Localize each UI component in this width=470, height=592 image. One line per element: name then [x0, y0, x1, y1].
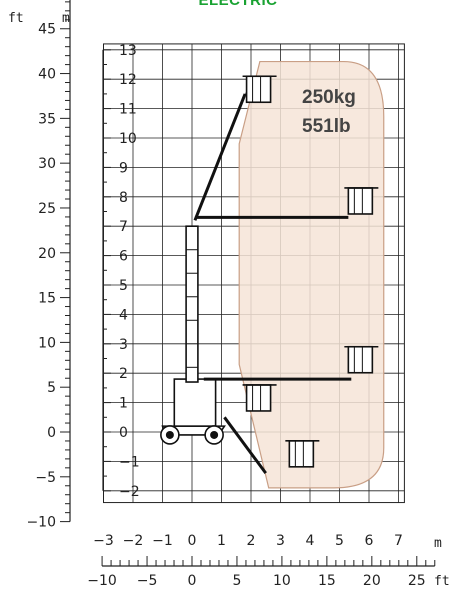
ft-x-tick-label: 10 — [273, 573, 291, 589]
m-y-tick-label: 8 — [119, 190, 128, 206]
capacity-lb: 551lb — [302, 116, 351, 137]
ft-y-tick-label: 15 — [38, 291, 56, 307]
ft-unit-label-left: ft — [8, 11, 24, 26]
m-y-tick-label: 3 — [119, 337, 128, 353]
m-x-tick-label: 7 — [394, 533, 403, 549]
m-y-tick-label: 12 — [119, 72, 137, 88]
m-y-tick-label: −1 — [119, 454, 140, 470]
brand-label: ELECTRIC — [198, 0, 278, 9]
m-unit-label-left: m — [62, 11, 70, 26]
m-y-tick-label: 9 — [119, 160, 128, 176]
m-y-tick-label: 7 — [119, 219, 128, 235]
ft-y-tick-label: 40 — [38, 67, 56, 83]
m-y-tick-label: 11 — [119, 102, 137, 118]
m-y-tick-label: 5 — [119, 278, 128, 294]
m-x-tick-label: 0 — [188, 533, 197, 549]
axes: 50454035302520151050−5−10131211109876543… — [26, 0, 436, 589]
m-y-tick-label: 6 — [119, 249, 128, 265]
m-x-tick-label: 2 — [247, 533, 256, 549]
m-y-tick-label: 1 — [119, 396, 128, 412]
m-x-tick-label: 3 — [276, 533, 285, 549]
ft-x-tick-label: 20 — [363, 573, 381, 589]
m-y-tick-label: 2 — [119, 366, 128, 382]
ft-y-tick-label: 45 — [38, 22, 56, 38]
ft-y-tick-label: 30 — [38, 156, 56, 172]
ft-x-tick-label: −10 — [87, 573, 117, 589]
m-y-tick-label: 13 — [119, 43, 137, 59]
ft-y-tick-label: 5 — [47, 380, 56, 396]
ft-y-tick-label: 0 — [47, 425, 56, 441]
ft-x-tick-label: −5 — [137, 573, 158, 589]
ft-y-tick-label: 10 — [38, 335, 56, 351]
ft-x-tick-label: 25 — [408, 573, 426, 589]
lift-machine-drawing — [160, 75, 379, 475]
m-x-tick-label: −1 — [152, 533, 173, 549]
m-x-tick-label: 6 — [365, 533, 374, 549]
ft-x-tick-label: 0 — [188, 573, 197, 589]
working-envelope — [238, 60, 385, 489]
ft-x-tick-label: 15 — [318, 573, 336, 589]
ft-x-tick-label: 5 — [232, 573, 241, 589]
m-unit-label-bottom: m — [434, 536, 442, 551]
ft-y-tick-label: 25 — [38, 201, 56, 217]
m-y-tick-label: 0 — [119, 425, 128, 441]
ft-unit-label-bottom: ft — [434, 574, 450, 589]
ft-y-tick-label: −5 — [35, 470, 56, 486]
ft-y-tick-label: −10 — [26, 515, 56, 531]
m-x-tick-label: 4 — [306, 533, 315, 549]
m-y-tick-label: −2 — [119, 484, 140, 500]
m-x-tick-label: −3 — [93, 533, 114, 549]
m-x-tick-label: −2 — [123, 533, 144, 549]
m-y-tick-label: 10 — [119, 131, 137, 147]
capacity-kg: 250kg — [302, 87, 356, 108]
m-y-tick-label: 4 — [119, 307, 128, 323]
ft-y-tick-label: 35 — [38, 111, 56, 127]
m-x-tick-label: 5 — [335, 533, 344, 549]
m-x-tick-label: 1 — [217, 533, 226, 549]
ft-y-tick-label: 20 — [38, 246, 56, 262]
